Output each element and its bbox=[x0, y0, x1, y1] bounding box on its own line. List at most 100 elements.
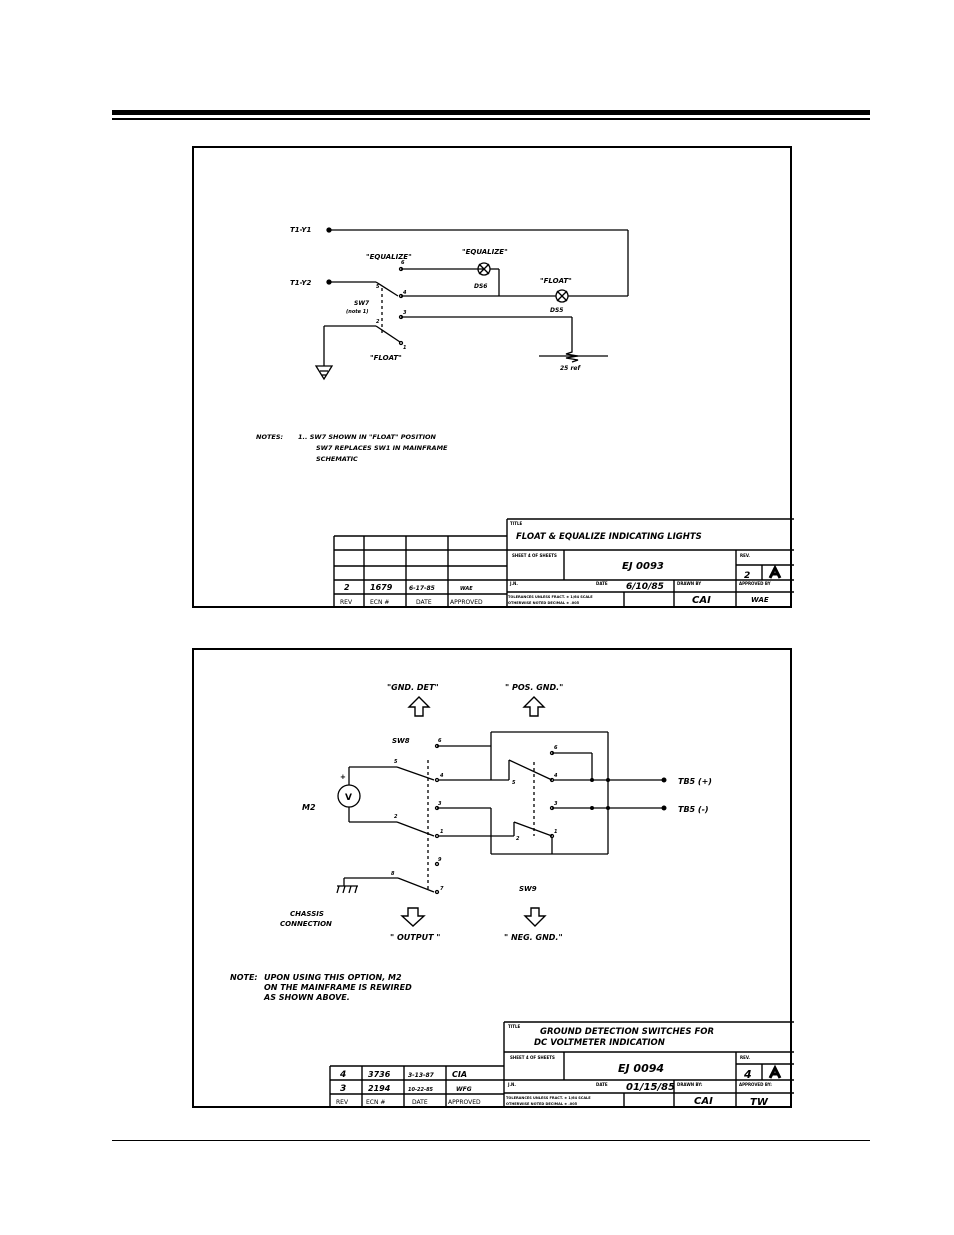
tb1-drawing-number: EJ 0093 bbox=[622, 561, 664, 572]
label-neg-gnd: " NEG. GND." bbox=[504, 933, 563, 942]
notes-line-2: SW7 REPLACES SW1 IN MAINFRAME bbox=[316, 444, 448, 452]
label-equalize-switch: "EQUALIZE" bbox=[366, 253, 412, 261]
terminal-tb5-pos bbox=[661, 777, 667, 783]
tb1-approved-label: APPROVED BY bbox=[739, 581, 771, 586]
notes-line-1: 1.. SW7 SHOWN IN "FLOAT" POSITION bbox=[298, 433, 437, 441]
up-arrow-pos-gnd bbox=[522, 696, 546, 717]
tb1-date: 6/10/85 bbox=[626, 582, 664, 592]
down-arrow-neg-gnd bbox=[523, 907, 547, 927]
rev-row-1-date-2: 3-13-87 bbox=[408, 1072, 435, 1079]
rev-row-2-rev: 3 bbox=[340, 1084, 346, 1094]
rev-header-ecn-2: ECN # bbox=[366, 1099, 385, 1106]
rev-header-date: DATE bbox=[416, 599, 432, 606]
sw8-pin-7: 7 bbox=[440, 886, 444, 892]
rev-row-1-approved-2: CIA bbox=[452, 1070, 467, 1079]
sw8-pin-9: 9 bbox=[438, 857, 442, 863]
tb1-title: FLOAT & EQUALIZE INDICATING LIGHTS bbox=[516, 532, 702, 542]
drawing-sheet-float-equalize: T1-Y1 T1-Y2 "EQUALIZE" "EQUALIZE" "FLOAT… bbox=[192, 146, 794, 608]
tb1-sheet-label: SHEET 4 OF SHEETS bbox=[512, 553, 557, 558]
note-label: NOTE: bbox=[230, 973, 258, 982]
rev-row-1-rev-2: 4 bbox=[339, 1070, 346, 1080]
header-rule-thick bbox=[112, 110, 870, 115]
tb2-title-line-1: GROUND DETECTION SWITCHES FOR bbox=[540, 1027, 714, 1037]
note-line-1: UPON USING THIS OPTION, M2 bbox=[264, 973, 402, 982]
footer-rule bbox=[112, 1140, 870, 1141]
drawing-sheet-ground-detection: "GND. DET" " POS. GND." SW8 SW9 M2 V + T… bbox=[192, 648, 794, 1108]
tb2-drawn-by: CAI bbox=[694, 1096, 713, 1107]
tb2-jn-label: J.N. bbox=[507, 1082, 516, 1087]
tb1-tolerance-2: OTHERWISE NOTED DECIMAL ± .005 bbox=[508, 601, 580, 605]
note-line-3: AS SHOWN ABOVE. bbox=[263, 993, 350, 1002]
tb1-date-label: DATE bbox=[596, 581, 608, 586]
rev-header-ecn: ECN # bbox=[370, 599, 389, 606]
label-resistor: 25 ref bbox=[560, 365, 581, 372]
label-sw8: SW8 bbox=[392, 737, 410, 745]
sw8-pin-2: 2 bbox=[394, 814, 398, 820]
sw8-pin-3: 3 bbox=[438, 801, 442, 807]
label-sw9: SW9 bbox=[519, 885, 537, 893]
ground-detection-schematic: "GND. DET" " POS. GND." SW8 SW9 M2 V + T… bbox=[230, 683, 794, 1108]
pin-2: 2 bbox=[376, 319, 380, 325]
tb2-tolerance-2: OTHERWISE NOTED DECIMAL ± .005 bbox=[506, 1102, 578, 1106]
sw8-pin-8: 8 bbox=[391, 871, 395, 877]
label-meter-v: V bbox=[345, 793, 352, 803]
sw8-pin-6: 6 bbox=[438, 738, 442, 744]
tb2-date-label: DATE bbox=[596, 1082, 608, 1087]
rev-header-approved-2: APPROVED bbox=[448, 1099, 481, 1106]
label-connection: CONNECTION bbox=[280, 920, 332, 928]
tb2-date: 01/15/85 bbox=[626, 1082, 675, 1093]
terminal-tb5-neg bbox=[661, 805, 667, 811]
label-chassis: CHASSIS bbox=[290, 910, 324, 918]
sw9-pin-2: 2 bbox=[516, 836, 520, 842]
sw9-pin-1: 1 bbox=[554, 829, 557, 835]
rev-header-rev-2: REV bbox=[336, 1099, 349, 1106]
label-pos-gnd: " POS. GND." bbox=[505, 683, 563, 692]
pin-1: 1 bbox=[403, 345, 406, 351]
rev-row-1-ecn: 1679 bbox=[370, 583, 393, 592]
header-rule-thin bbox=[112, 118, 870, 120]
sw9-pin-3: 3 bbox=[554, 801, 558, 807]
tb1-approved-by: WAE bbox=[751, 596, 769, 604]
tb2-tolerance-1: TOLERANCES UNLESS FRACT. ± 1/64 SCALE bbox=[506, 1096, 591, 1100]
rev-row-2-ecn: 2194 bbox=[368, 1084, 391, 1093]
pin-3: 3 bbox=[403, 310, 407, 316]
rev-row-1-ecn-2: 3736 bbox=[368, 1070, 391, 1079]
notes-label: NOTES: bbox=[256, 433, 284, 441]
tb1-rev-label: REV. bbox=[740, 553, 750, 558]
tb2-title-line-2: DC VOLTMETER INDICATION bbox=[534, 1038, 665, 1048]
tb2-drawing-number: EJ 0094 bbox=[618, 1062, 664, 1075]
pin-5: 5 bbox=[376, 284, 380, 290]
rev-row-1-approved: WAE bbox=[460, 586, 473, 592]
sw9-pin-4: 4 bbox=[554, 773, 558, 779]
notes-line-3: SCHEMATIC bbox=[316, 455, 358, 463]
tb1-title-label: TITLE bbox=[510, 521, 522, 526]
sw8-pin-1: 1 bbox=[440, 829, 443, 835]
tb2-approved-by: TW bbox=[750, 1097, 769, 1108]
float-equalize-schematic: T1-Y1 T1-Y2 "EQUALIZE" "EQUALIZE" "FLOAT… bbox=[256, 226, 794, 608]
rev-row-1-date: 6-17-85 bbox=[409, 585, 435, 592]
rev-row-2-date: 10-22-85 bbox=[408, 1087, 434, 1093]
label-sw7: SW7 bbox=[354, 300, 370, 307]
label-tb5-pos: TB5 (+) bbox=[678, 777, 712, 786]
label-gnd-det: "GND. DET" bbox=[387, 683, 439, 692]
sw8-pin-5: 5 bbox=[394, 759, 398, 765]
rev-row-2-approved: WFG bbox=[456, 1086, 472, 1093]
down-arrow-output bbox=[400, 907, 426, 927]
pin-6: 6 bbox=[401, 260, 405, 266]
label-sw7-note: (note 1) bbox=[346, 309, 369, 315]
tb1-drawn-label: DRAWN BY bbox=[677, 581, 701, 586]
tb2-rev-label: REV. bbox=[740, 1055, 750, 1060]
label-t1-y1: T1-Y1 bbox=[290, 226, 311, 234]
label-t1-y2: T1-Y2 bbox=[290, 279, 311, 287]
tb1-jn-label: J.N. bbox=[509, 581, 518, 586]
label-float-lamp: "FLOAT" bbox=[540, 277, 572, 285]
rev-header-approved: APPROVED bbox=[450, 599, 483, 606]
pin-4: 4 bbox=[403, 290, 407, 296]
sw8-pin-4: 4 bbox=[440, 773, 444, 779]
tb2-title-label: TITLE bbox=[508, 1024, 520, 1029]
label-equalize-lamp: "EQUALIZE" bbox=[462, 248, 508, 256]
label-tb5-neg: TB5 (-) bbox=[678, 805, 709, 814]
sw9-pin-5: 5 bbox=[512, 780, 516, 786]
sw9-pin-6: 6 bbox=[554, 745, 558, 751]
up-arrow-gnd-det bbox=[407, 696, 431, 717]
